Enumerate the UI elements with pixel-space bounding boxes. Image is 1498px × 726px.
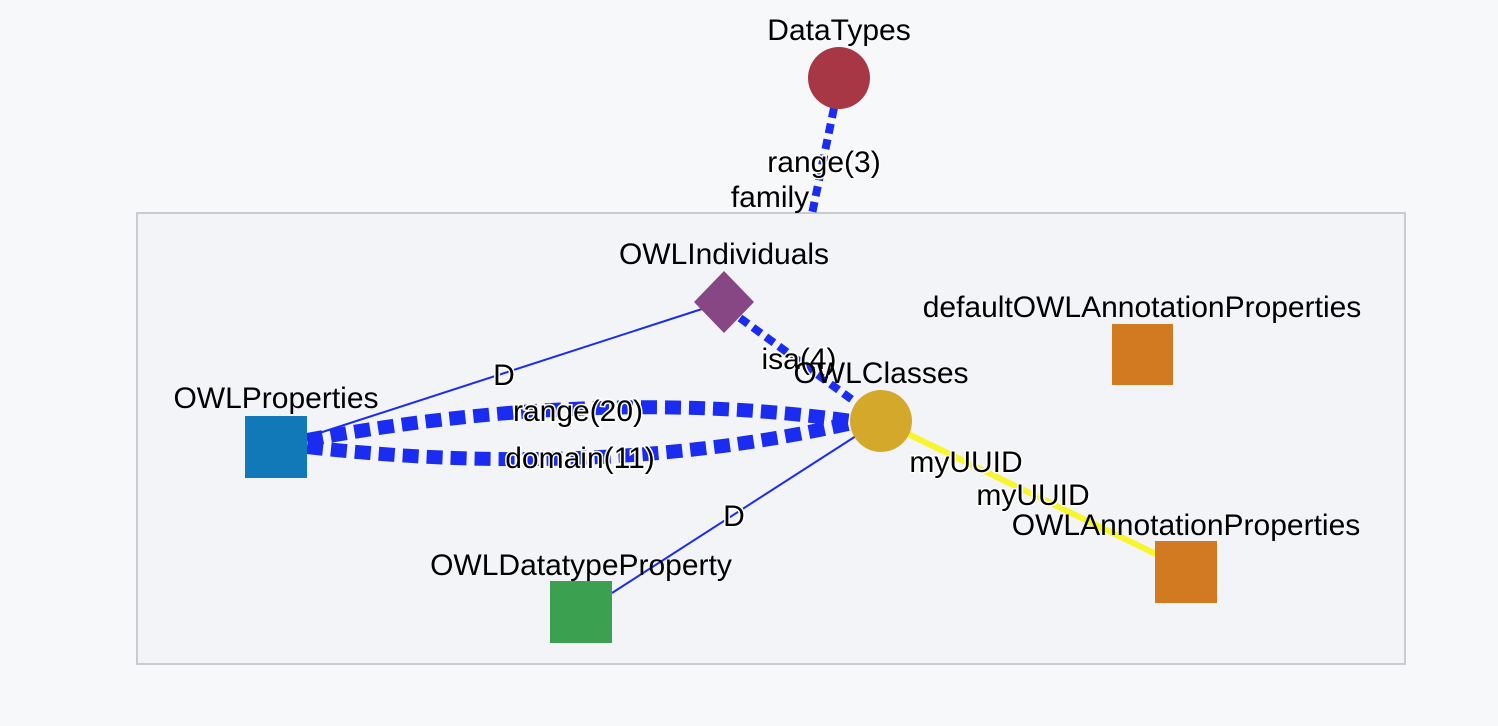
- nodes-layer: [245, 47, 1217, 643]
- node-owl-datatype-property[interactable]: [550, 581, 612, 643]
- edge-label-d-individuals: D: [493, 359, 515, 392]
- node-owl-annotation-properties[interactable]: [1155, 541, 1217, 603]
- edge-label-range-20: range(20): [513, 395, 643, 428]
- node-label-owl-datatype-property: OWLDatatypeProperty: [430, 549, 732, 582]
- edge-label-isa-4: isa(4): [761, 343, 836, 376]
- edge-domain-11[interactable]: [306, 416, 854, 467]
- edge-isa-4[interactable]: [737, 314, 861, 408]
- edge-my-uuid[interactable]: [904, 430, 1160, 558]
- edge-label-d-datatype: D: [723, 500, 745, 533]
- edges-layer: [305, 107, 1160, 594]
- edge-label-my-uuid-2: myUUID: [976, 479, 1089, 512]
- edge-labels-layer: range(3) isa(4) range(20) domain(11) D D…: [492, 145, 1092, 535]
- edge-d-datatype[interactable]: [611, 435, 857, 594]
- node-label-owl-individuals: OWLIndividuals: [619, 238, 829, 271]
- node-label-owl-classes: OWLClasses: [793, 357, 968, 390]
- node-datatypes[interactable]: [808, 47, 870, 109]
- node-owl-properties[interactable]: [245, 416, 307, 478]
- node-label-owl-annotation-properties: OWLAnnotationProperties: [1012, 509, 1361, 542]
- edge-d-individuals[interactable]: [306, 307, 706, 438]
- node-default-owl-annotation-properties[interactable]: [1112, 324, 1173, 385]
- node-label-datatypes: DataTypes: [767, 14, 910, 47]
- node-owl-individuals[interactable]: [694, 271, 754, 333]
- node-owl-classes[interactable]: [850, 390, 912, 452]
- node-labels-layer: DataTypes family OWLIndividuals defaultO…: [173, 14, 1361, 582]
- edge-label-domain-11: domain(11): [505, 442, 655, 475]
- edge-range-20[interactable]: [305, 400, 853, 447]
- node-label-owl-properties: OWLProperties: [173, 382, 378, 415]
- edge-label-my-uuid-1: myUUID: [909, 446, 1022, 479]
- edge-label-range-3: range(3): [767, 146, 880, 179]
- compound-label-family: family: [731, 181, 809, 214]
- edge-range-3[interactable]: [808, 107, 838, 215]
- node-label-default-owl-annotation-properties: defaultOWLAnnotationProperties: [923, 291, 1362, 324]
